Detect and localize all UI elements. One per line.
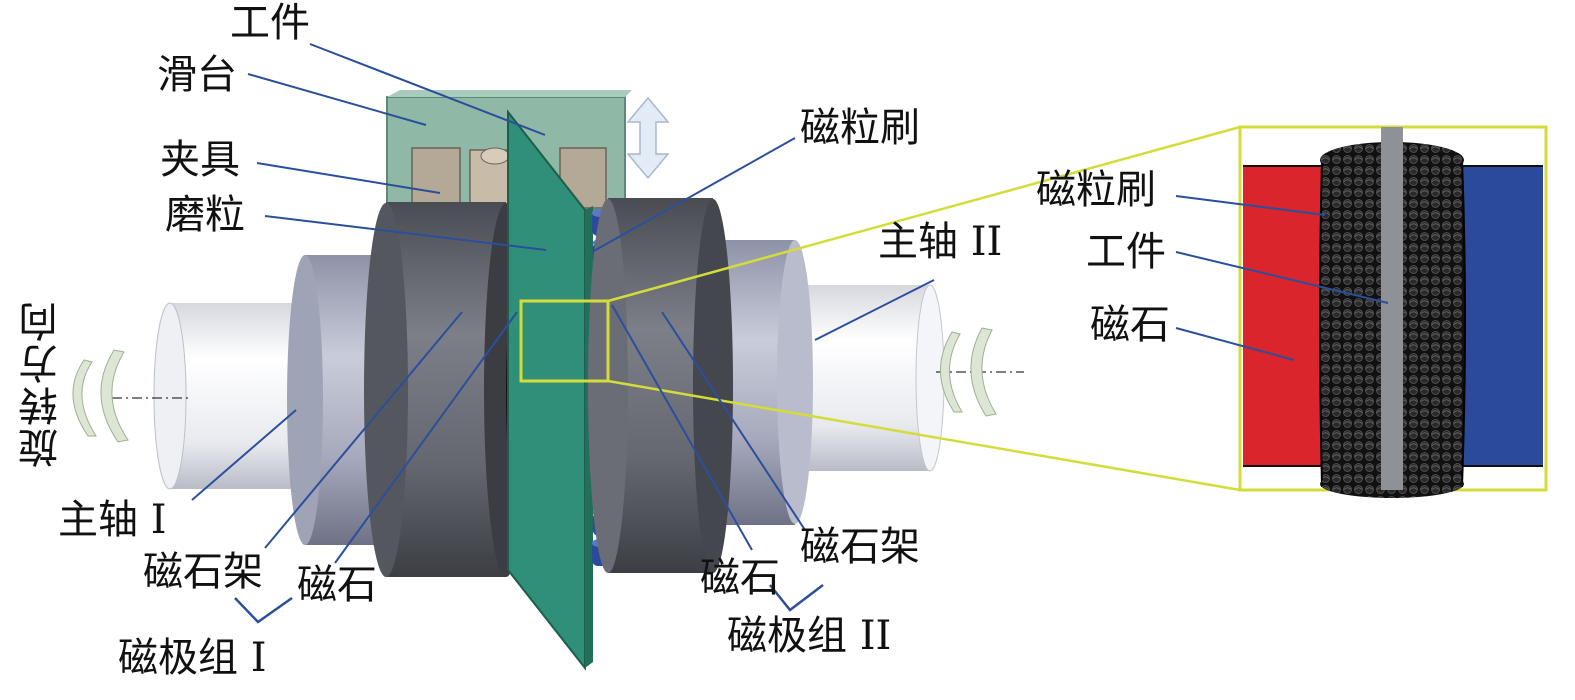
label-workpiece: 工件 xyxy=(230,0,310,46)
label-magnetic-brush: 磁粒刷 xyxy=(800,105,920,151)
label-slide-table: 滑台 xyxy=(157,52,237,98)
inset-label-workpiece: 工件 xyxy=(1086,229,1166,275)
label-abrasive: 磨粒 xyxy=(165,192,245,238)
label-magnet-holder-2: 磁石架 xyxy=(800,524,920,570)
bracket-lines xyxy=(234,584,824,624)
rotation-arrow-left xyxy=(72,349,190,443)
inset-label-magnet: 磁石 xyxy=(1090,302,1170,348)
magnet-holder-1 xyxy=(364,202,528,577)
label-magnet-2: 磁石 xyxy=(700,555,780,601)
label-pole-group-1: 磁极组 I xyxy=(118,635,267,681)
zoom-callout xyxy=(519,125,1548,498)
rotation-arrow-right xyxy=(936,327,1024,417)
inset-label-magnetic-brush: 磁粒刷 xyxy=(1036,167,1156,213)
leader-lines xyxy=(191,43,1389,564)
fixture xyxy=(411,147,607,209)
label-magnet-holder-1: 磁石架 xyxy=(143,549,263,595)
label-magnet-1: 磁石 xyxy=(297,562,377,608)
label-pole-group-2: 磁极组 II xyxy=(727,613,892,659)
magnet-holder-2 xyxy=(588,198,733,573)
label-rotation-direction: 旋转方向 xyxy=(19,300,65,468)
spindle-2 xyxy=(700,240,945,525)
label-spindle-2: 主轴 II xyxy=(878,219,1003,265)
vertical-motion-arrow xyxy=(626,96,670,180)
label-fixture: 夹具 xyxy=(160,137,240,183)
label-spindle-1: 主轴 I xyxy=(58,497,167,543)
